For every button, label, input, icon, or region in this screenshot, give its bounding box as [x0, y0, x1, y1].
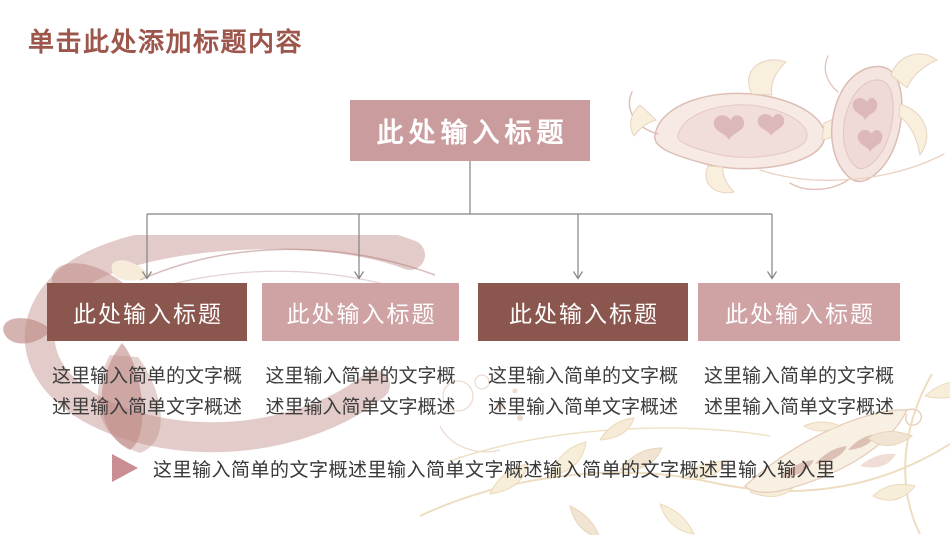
branch-2-title-box[interactable]: 此处输入标题 — [262, 283, 459, 341]
branch-3-title-box[interactable]: 此处输入标题 — [478, 283, 688, 341]
branch-4-description[interactable]: 这里输入简单的文字概 述里输入简单文字概述 — [698, 361, 900, 423]
branch-1-description[interactable]: 这里输入简单的文字概 述里输入简单文字概述 — [47, 361, 247, 423]
branch-1-title-box[interactable]: 此处输入标题 — [47, 283, 247, 341]
footer-text: 这里输入简单的文字概述里输入简单文字概述输入简单的文字概述里输入输入里 — [153, 459, 836, 481]
root-title-box[interactable]: 此处输入标题 — [350, 100, 590, 161]
branch-3: 此处输入标题 这里输入简单的文字概 述里输入简单文字概述 — [478, 283, 688, 423]
branch-2: 此处输入标题 这里输入简单的文字概 述里输入简单文字概述 — [262, 283, 459, 423]
triangle-right-icon — [112, 454, 138, 482]
branch-3-description[interactable]: 这里输入简单的文字概 述里输入简单文字概述 — [478, 361, 688, 423]
slide-title[interactable]: 单击此处添加标题内容 — [28, 27, 304, 57]
branch-desc-line: 这里输入简单的文字概 — [265, 366, 456, 387]
branch-2-description[interactable]: 这里输入简单的文字概 述里输入简单文字概述 — [262, 361, 459, 423]
branch-desc-line: 这里输入简单的文字概 — [703, 366, 894, 387]
branch-desc-line: 这里输入简单的文字概 — [487, 366, 678, 387]
branch-desc-line: 述里输入简单文字概述 — [487, 397, 678, 418]
footer-note[interactable]: 这里输入简单的文字概述里输入简单文字概述输入简单的文字概述里输入输入里 — [112, 452, 836, 484]
branch-1: 此处输入标题 这里输入简单的文字概 述里输入简单文字概述 — [47, 283, 247, 423]
branch-desc-line: 述里输入简单文字概述 — [51, 397, 242, 418]
branch-4: 此处输入标题 这里输入简单的文字概 述里输入简单文字概述 — [698, 283, 900, 423]
root-title-label: 此处输入标题 — [376, 118, 569, 148]
branch-desc-line: 述里输入简单文字概述 — [265, 397, 456, 418]
branch-4-title-box[interactable]: 此处输入标题 — [698, 283, 900, 341]
branch-desc-line: 述里输入简单文字概述 — [703, 397, 894, 418]
branch-desc-line: 这里输入简单的文字概 — [51, 366, 242, 387]
